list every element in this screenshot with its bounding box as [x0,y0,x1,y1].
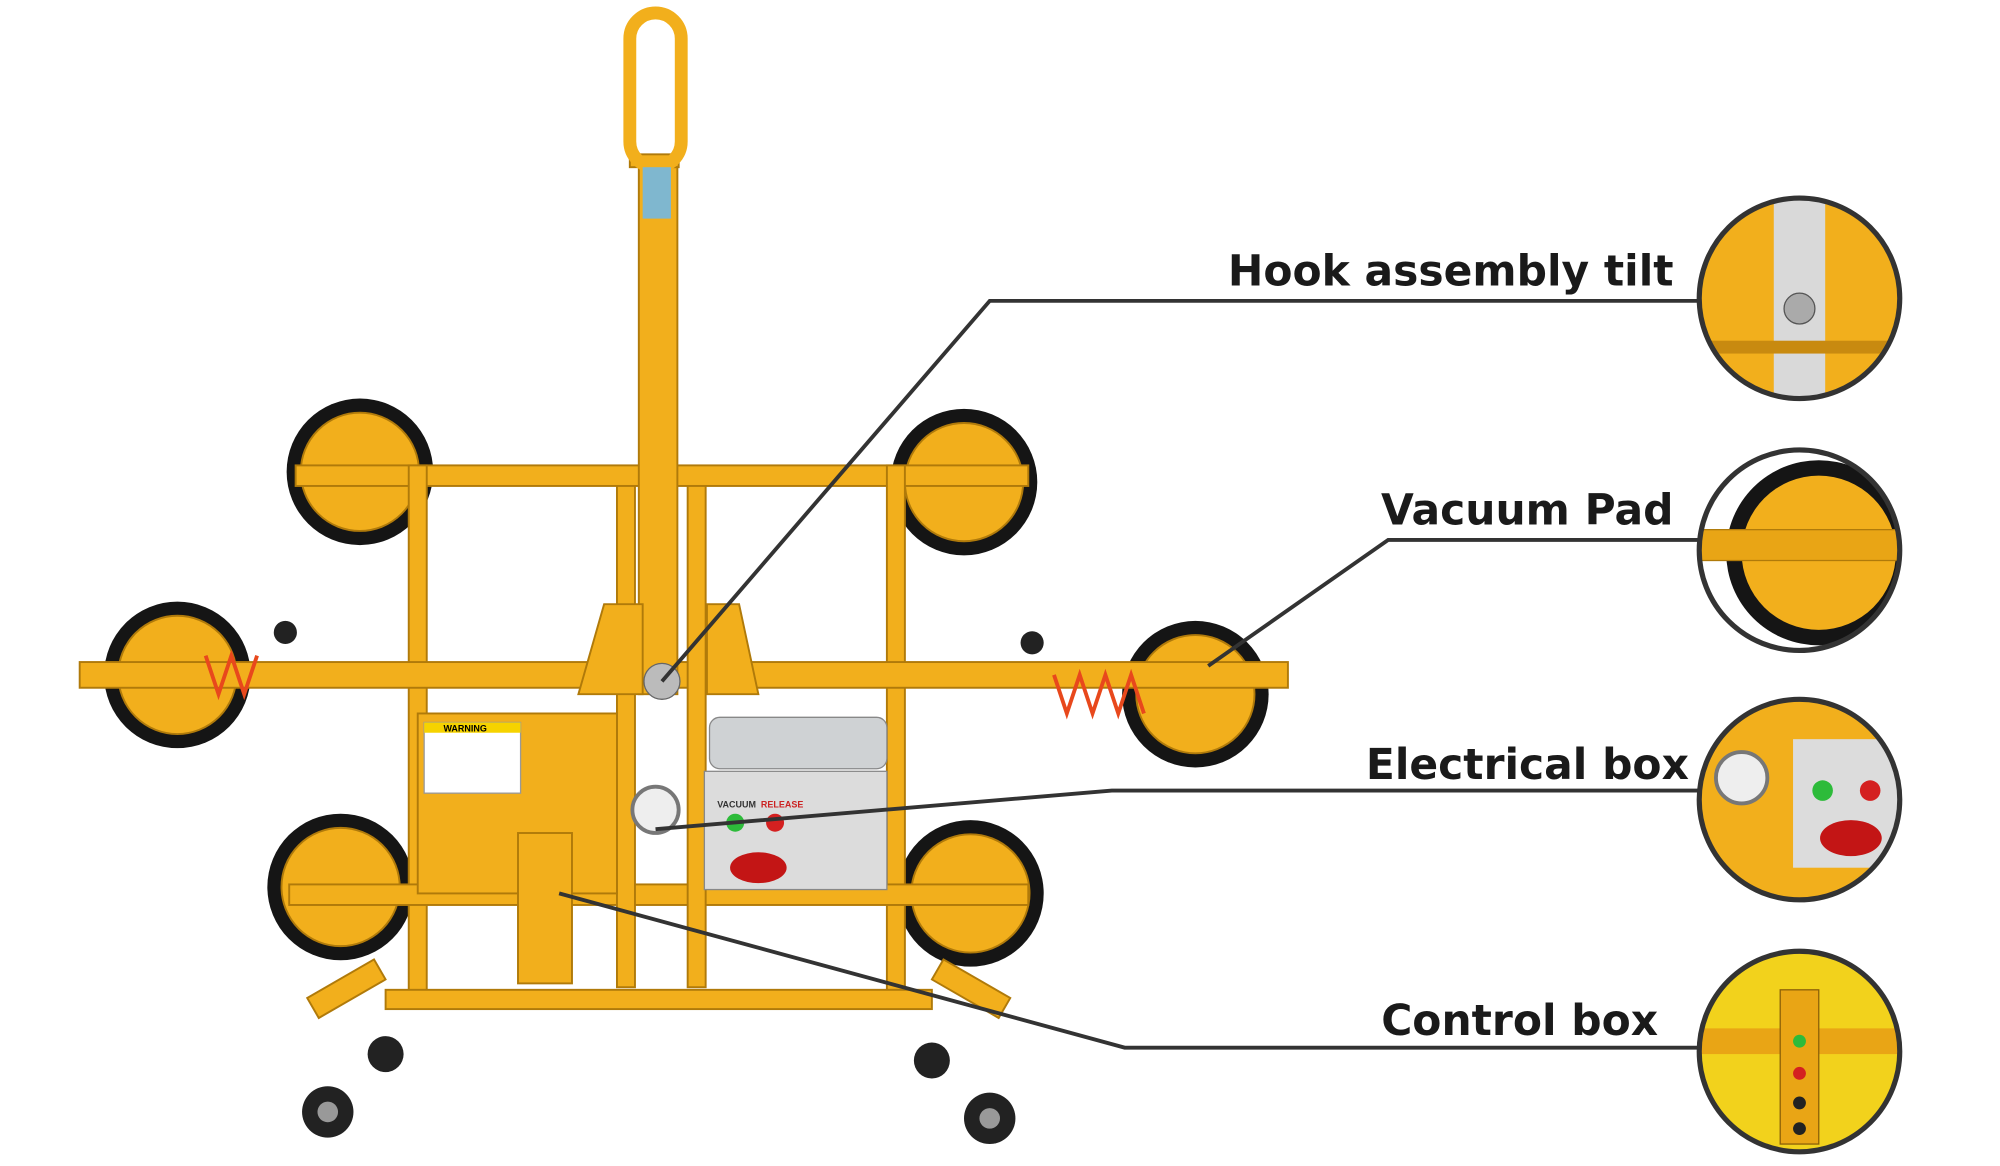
detail-control-box [1696,948,1903,1155]
leader-line-control-box [558,891,1700,1050]
knob-icon [1020,631,1044,655]
detail-vacuum-pad [1696,447,1903,654]
svg-text:RELEASE: RELEASE [761,799,803,809]
vacuum-pad [1122,620,1269,768]
casters [302,1036,1016,1145]
callout-label-electrical-box: Electrical box [1366,741,1689,790]
electrical-box: VACUUM RELEASE [630,716,888,891]
leader-line-vacuum-pad [1207,538,1700,668]
vacuum-gauge-icon [630,784,681,835]
knob-icon [273,620,297,645]
leader-line-electrical-box [655,788,1700,832]
callout-label-hook-assembly-tilt: Hook assembly tilt [1228,247,1674,296]
leader-line-hook [660,298,1700,683]
callout-label-control-box: Control box [1381,997,1658,1046]
coiled-hoses [203,649,1146,720]
frame [78,6,1289,1020]
svg-text:WARNING: WARNING [443,723,486,733]
vacuum-lifter-machine: WARNING VACUUM RELEASE [78,6,1289,1145]
detail-electrical-box [1696,696,1903,903]
control-box [517,832,573,985]
detail-hook-assembly [1696,195,1903,402]
svg-text:VACUUM: VACUUM [717,799,756,809]
callout-label-vacuum-pad: Vacuum Pad [1381,487,1674,536]
